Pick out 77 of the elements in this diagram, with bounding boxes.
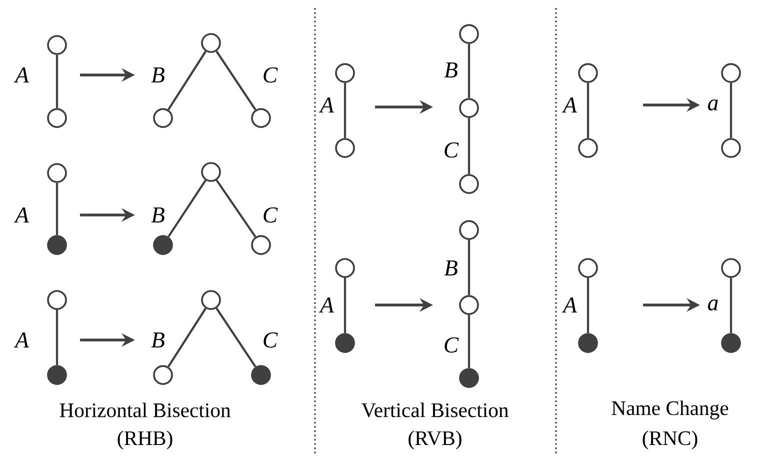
caption: Vertical Bisection: [362, 402, 508, 418]
filled-circle: [459, 368, 479, 388]
open-circle: [201, 290, 221, 310]
vertex-label: A: [562, 98, 578, 112]
filled-circle: [721, 333, 741, 353]
filled-circle: [578, 333, 598, 353]
vertex-label: A: [14, 68, 29, 82]
line: [730, 278, 732, 334]
vertex-label: A: [318, 98, 334, 112]
open-circle: [335, 258, 355, 278]
line: [168, 180, 206, 238]
vertex-label: C: [264, 332, 278, 348]
line: [468, 118, 470, 174]
open-circle: [721, 63, 741, 83]
vertex-label: a: [708, 300, 718, 310]
caption: Horizontal Bisection: [60, 402, 231, 418]
filled-circle: [335, 333, 355, 353]
open-circle: [47, 163, 67, 183]
line: [216, 308, 256, 368]
open-circle: [578, 138, 598, 158]
vertex-label: A: [14, 332, 29, 348]
filled-circle: [47, 235, 67, 255]
vertex-label: C: [264, 207, 278, 223]
filled-circle: [47, 365, 67, 385]
open-circle: [47, 290, 67, 310]
open-circle: [153, 365, 173, 385]
line: [56, 182, 58, 236]
open-circle: [721, 138, 741, 158]
line: [468, 314, 470, 368]
open-circle: [459, 24, 479, 44]
open-circle: [335, 138, 355, 158]
open-circle: [251, 108, 271, 128]
vertex-label: B: [151, 208, 164, 222]
open-circle: [335, 63, 355, 83]
open-circle: [47, 108, 67, 128]
line: [56, 54, 58, 108]
open-circle: [201, 162, 221, 182]
line: [167, 308, 207, 368]
caption: (RNC): [642, 430, 698, 450]
line: [216, 50, 256, 110]
vertex-label: C: [444, 337, 459, 353]
caption: (RHB): [118, 430, 172, 450]
open-circle: [721, 258, 741, 278]
vertex-label: B: [151, 332, 164, 348]
open-circle: [201, 33, 221, 53]
line: [344, 278, 346, 334]
line: [468, 240, 470, 296]
vertex-label: B: [444, 62, 458, 78]
line: [586, 278, 590, 334]
line: [730, 82, 732, 138]
open-circle: [47, 35, 67, 55]
line: [216, 180, 256, 238]
line: [344, 82, 346, 138]
open-circle: [578, 258, 598, 278]
open-circle: [153, 108, 173, 128]
vertex-label: a: [708, 100, 718, 110]
vertex-label: B: [151, 68, 164, 82]
open-circle: [578, 63, 598, 83]
vertex-label: A: [14, 208, 29, 222]
open-circle: [251, 235, 271, 255]
open-circle: [459, 98, 479, 118]
caption: Name Change: [612, 400, 728, 420]
filled-circle: [153, 235, 173, 255]
open-circle: [459, 174, 479, 194]
line: [56, 310, 58, 366]
vertex-label: C: [444, 142, 459, 158]
filled-circle: [251, 365, 271, 385]
vertex-label: A: [318, 298, 334, 312]
vertex-label: A: [562, 298, 578, 312]
line: [167, 50, 207, 110]
open-circle: [459, 220, 479, 240]
line: [586, 82, 590, 138]
vertex-label: B: [444, 260, 458, 276]
vertex-label: C: [264, 67, 278, 83]
open-circle: [459, 295, 479, 315]
caption: (RVB): [408, 430, 462, 450]
line: [468, 44, 470, 98]
